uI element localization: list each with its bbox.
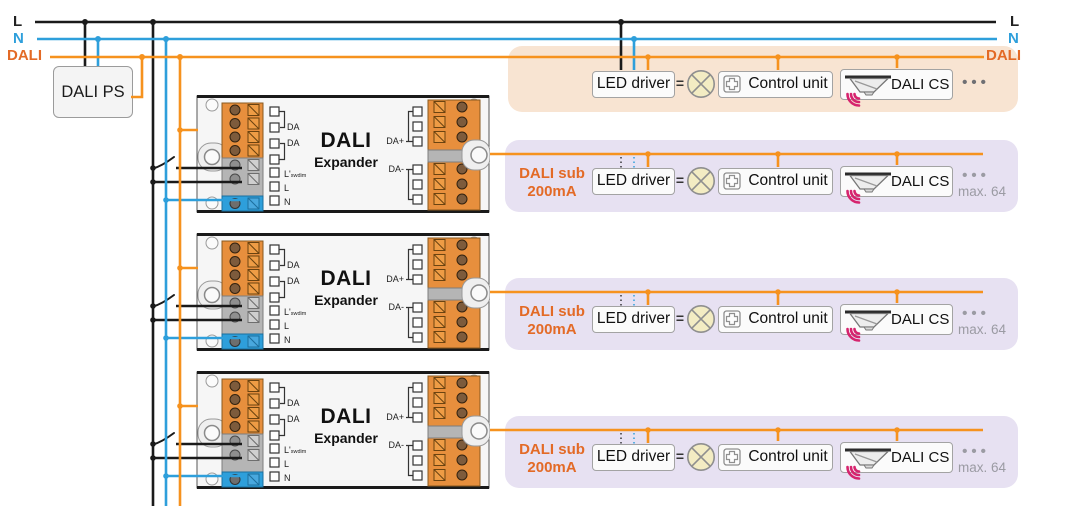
bus-label-l-right: L: [1010, 13, 1020, 30]
expander-subtitle: Expander: [314, 154, 378, 170]
bus-label-l-left: L: [13, 13, 23, 30]
led-driver-box: LED driver: [592, 167, 675, 195]
terminal-label-da-a: DA: [287, 122, 300, 132]
max-devices-label: max. 64: [958, 184, 1007, 199]
terminal-label-da-minus: DA-: [388, 302, 405, 312]
dali-cs-box: DALI CS: [840, 304, 953, 342]
terminal-label-da-plus: DA+: [386, 274, 404, 284]
control-unit-icon: [723, 448, 742, 466]
control-unit-icon: [723, 310, 742, 328]
control-unit-box: Control unit: [718, 167, 833, 195]
terminal-label-l-switched: L'swdim: [284, 169, 307, 180]
dali-cs-box: DALI CS: [840, 442, 953, 480]
led-driver-box: LED driver: [592, 70, 675, 98]
terminal-label-l-switched: L'swdim: [284, 307, 307, 318]
dali-ps-label: DALI PS: [61, 82, 125, 101]
ellipsis-more-devices: •••: [962, 443, 990, 460]
led-driver-box: LED driver: [592, 305, 675, 333]
ellipsis-more-devices: •••: [962, 305, 990, 322]
control-unit-box: Control unit: [718, 443, 833, 471]
dali-cs-box: DALI CS: [840, 166, 953, 204]
terminal-label-l-switched: L'swdim: [284, 445, 307, 456]
max-devices-label: max. 64: [958, 460, 1007, 475]
expander-title: DALI: [320, 405, 372, 428]
bus-label-n-right: N: [1008, 30, 1019, 47]
presence-sensor-icon: [845, 448, 891, 480]
presence-sensor-icon: [845, 310, 891, 342]
terminal-label-da-minus: DA-: [388, 164, 405, 174]
control-unit-icon: [723, 172, 742, 190]
equals-sign: =: [675, 172, 685, 188]
ellipsis-more-devices: •••: [962, 167, 990, 184]
lamp-icon: [687, 305, 715, 333]
control-unit-box: Control unit: [718, 70, 833, 98]
equals-sign: =: [675, 75, 685, 91]
dali-expander-1: DA DA L'swdim L N DA+ DA- DALI Expander: [196, 93, 491, 215]
terminal-label-da-a: DA: [287, 260, 300, 270]
expander-subtitle: Expander: [314, 292, 378, 308]
expander-title: DALI: [320, 129, 372, 152]
dali-cs-label: DALI CS: [891, 311, 950, 328]
led-driver-box: LED driver: [592, 443, 675, 471]
terminal-label-n: N: [284, 197, 291, 207]
dali-cs-label: DALI CS: [891, 76, 950, 93]
terminal-label-da-a: DA: [287, 398, 300, 408]
lamp-icon: [687, 70, 715, 98]
bus-label-n-left: N: [13, 30, 24, 47]
terminal-label-n: N: [284, 335, 291, 345]
terminal-label-da-b: DA: [287, 276, 300, 286]
dali-cs-label: DALI CS: [891, 173, 950, 190]
lamp-icon: [687, 167, 715, 195]
presence-sensor-icon: [845, 172, 891, 204]
terminal-label-l: L: [284, 459, 290, 469]
dali-expander-3: DA DA L'swdim L N DA+ DA- DALI Expander: [196, 369, 491, 491]
equals-sign: =: [675, 310, 685, 326]
terminal-label-n: N: [284, 473, 291, 483]
dali-power-supply: DALI PS: [53, 66, 133, 118]
terminal-label-da-b: DA: [287, 138, 300, 148]
bus-label-dali-right: DALI: [986, 47, 1021, 64]
terminal-label-da-plus: DA+: [386, 136, 404, 146]
max-devices-label: max. 64: [958, 322, 1007, 337]
lamp-icon: [687, 443, 715, 471]
control-unit-icon: [723, 75, 742, 93]
dali-cs-box: DALI CS: [840, 69, 953, 107]
presence-sensor-icon: [845, 75, 891, 107]
expander-title: DALI: [320, 267, 372, 290]
bus-label-dali-left: DALI: [7, 47, 42, 64]
terminal-label-da-b: DA: [287, 414, 300, 424]
ellipsis-more-devices: •••: [962, 74, 990, 91]
expander-subtitle: Expander: [314, 430, 378, 446]
expander-housing: [196, 233, 491, 351]
dali-expander-2: DA DA L'swdim L N DA+ DA- DALI Expander: [196, 231, 491, 353]
expander-housing: [196, 371, 491, 489]
expander-housing: [196, 95, 491, 213]
terminal-label-da-minus: DA-: [388, 440, 405, 450]
terminal-label-l: L: [284, 321, 290, 331]
terminal-label-l: L: [284, 183, 290, 193]
control-unit-box: Control unit: [718, 305, 833, 333]
equals-sign: =: [675, 448, 685, 464]
terminal-label-da-plus: DA+: [386, 412, 404, 422]
dali-cs-label: DALI CS: [891, 449, 950, 466]
